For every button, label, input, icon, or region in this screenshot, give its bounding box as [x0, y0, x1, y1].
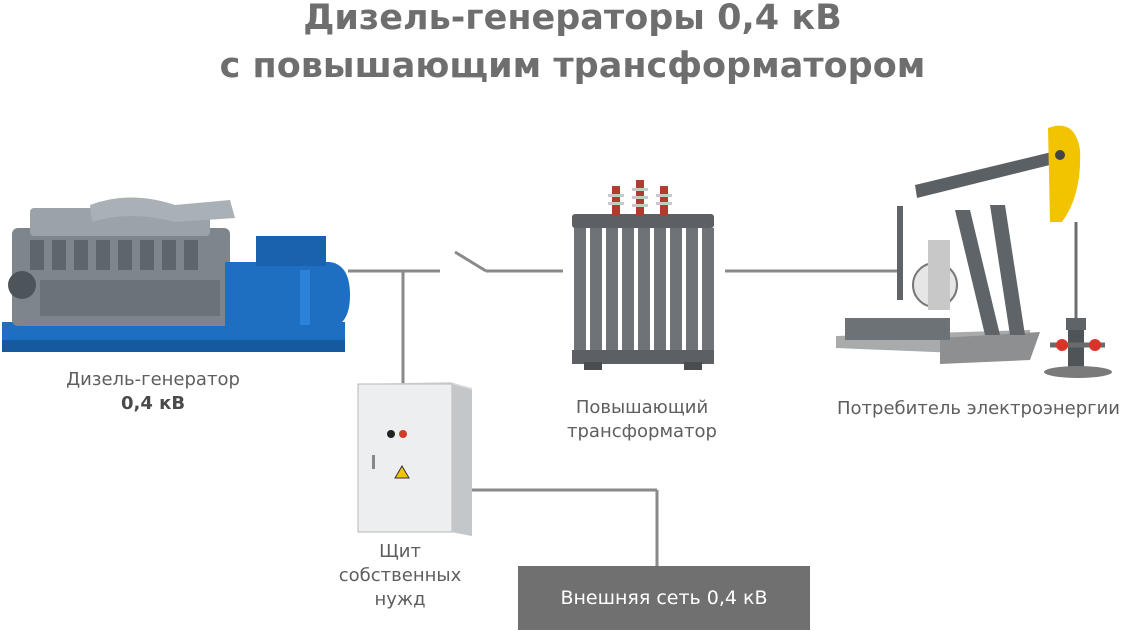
generator-image: [2, 197, 350, 352]
alternator: [225, 262, 350, 328]
switch-blade: [454, 250, 487, 273]
generator-label-voltage: 0,4 кВ: [120, 393, 186, 414]
connection-lines: [348, 250, 898, 566]
panel-label-line-3: нужд: [374, 589, 426, 610]
warning-sign-icon: [394, 465, 410, 479]
transformer-label-line-1: Повышающий: [575, 397, 709, 418]
transformer-label-line-2: трансформатор: [567, 421, 717, 442]
terminal-box: [256, 236, 326, 266]
door-handle: [372, 455, 375, 469]
wellhead: [1068, 330, 1084, 370]
panel-label-line-1: Щит: [379, 541, 421, 562]
transformer-image: [572, 180, 714, 370]
panel-label: Щит собственных нужд: [330, 540, 470, 612]
transformer-label: Повышающий трансформатор: [536, 396, 748, 444]
generator-label-name: Дизель-генератор: [66, 369, 240, 390]
samson-post: [955, 210, 1000, 335]
pumpjack-image: [836, 125, 1112, 378]
horse-head: [1048, 125, 1081, 222]
panel-button-black: [387, 430, 395, 438]
title-line-2: с повышающим трансформатором: [219, 46, 926, 86]
panel-image: [357, 382, 472, 536]
generator-label: Дизель-генератор 0,4 кВ: [42, 368, 264, 416]
external-grid-label: Внешняя сеть 0,4 кВ: [560, 587, 768, 609]
walking-beam: [915, 150, 1062, 198]
title-line-1: Дизель-генераторы 0,4 кВ: [303, 0, 842, 38]
bushings: [608, 180, 672, 216]
panel-button-red: [399, 430, 407, 438]
panel-label-line-2: собственных: [338, 565, 462, 586]
external-grid-box: Внешняя сеть 0,4 кВ: [518, 566, 810, 630]
consumer-label: Потребитель электроэнергии: [837, 398, 1120, 419]
